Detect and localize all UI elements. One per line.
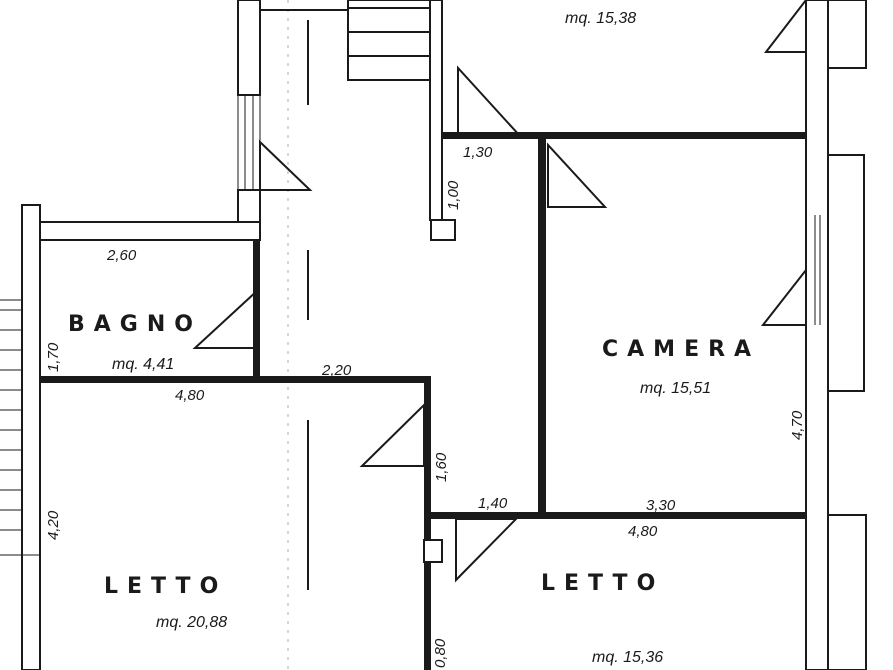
letto-left-area: mq. 20,88 (156, 614, 227, 631)
staircase (260, 0, 431, 81)
door-swing-camera (547, 142, 608, 208)
pillar-lower (423, 539, 443, 563)
dim-1-30: 1,30 (463, 144, 493, 161)
dim-4-20: 4,20 (45, 510, 62, 540)
walls (0, 0, 867, 670)
bagno-area: mq. 4,41 (112, 356, 174, 373)
pillar-small (430, 219, 456, 241)
dim-1-60: 1,60 (433, 452, 450, 482)
corridor-lines (287, 0, 309, 670)
balcony-top (827, 0, 867, 69)
dim-2-60: 2,60 (106, 247, 137, 264)
dim-2-20: 2,20 (321, 362, 352, 379)
wall-bagno-right (253, 240, 260, 380)
dim-4-80-right: 4,80 (628, 523, 658, 540)
dim-4-80-left: 4,80 (175, 387, 205, 404)
letto-right-name: LETTO (541, 571, 664, 596)
balcony-bottom (827, 514, 867, 670)
dim-1-00: 1,00 (445, 180, 462, 210)
door-swing-letto-right (455, 518, 519, 583)
left-exterior-stair (0, 309, 22, 531)
wall-camera-left (538, 139, 546, 519)
dim-1-40: 1,40 (478, 495, 508, 512)
stair-block (347, 0, 431, 81)
dim-0-80: 0,80 (432, 638, 449, 668)
bagno-name: BAGNO (68, 312, 202, 337)
wall-camera-top (442, 132, 808, 139)
wall-bagno-top (21, 221, 261, 241)
wall-bagno-letto (40, 376, 430, 383)
dim-1-70: 1,70 (45, 342, 62, 372)
door-swings (192, 0, 807, 583)
wall-stair-right (429, 0, 443, 221)
window-swing-camera-right (760, 267, 807, 326)
letto-right-area: mq. 15,36 (592, 649, 663, 666)
wall-letto-left-right (424, 376, 431, 670)
door-swing-top-room (457, 65, 523, 137)
wall-left-exterior (21, 204, 41, 670)
camera-name: CAMERA (602, 337, 760, 362)
camera-area: mq. 15,51 (640, 380, 711, 397)
balcony-middle (827, 154, 865, 392)
window-swing-top-right (763, 0, 807, 53)
letto-left-name: LETTO (104, 574, 227, 599)
wall-top-left-upper (237, 0, 261, 96)
dim-4-70: 4,70 (789, 410, 806, 440)
top-room-area: mq. 15,38 (565, 10, 636, 27)
wall-camera-bottom (430, 512, 808, 519)
wall-right-exterior (805, 0, 829, 670)
door-swing-bagno (192, 287, 259, 349)
door-swing-letto-left (359, 402, 425, 467)
door-swing-top-left (259, 139, 313, 191)
dim-3-30: 3,30 (646, 497, 676, 514)
